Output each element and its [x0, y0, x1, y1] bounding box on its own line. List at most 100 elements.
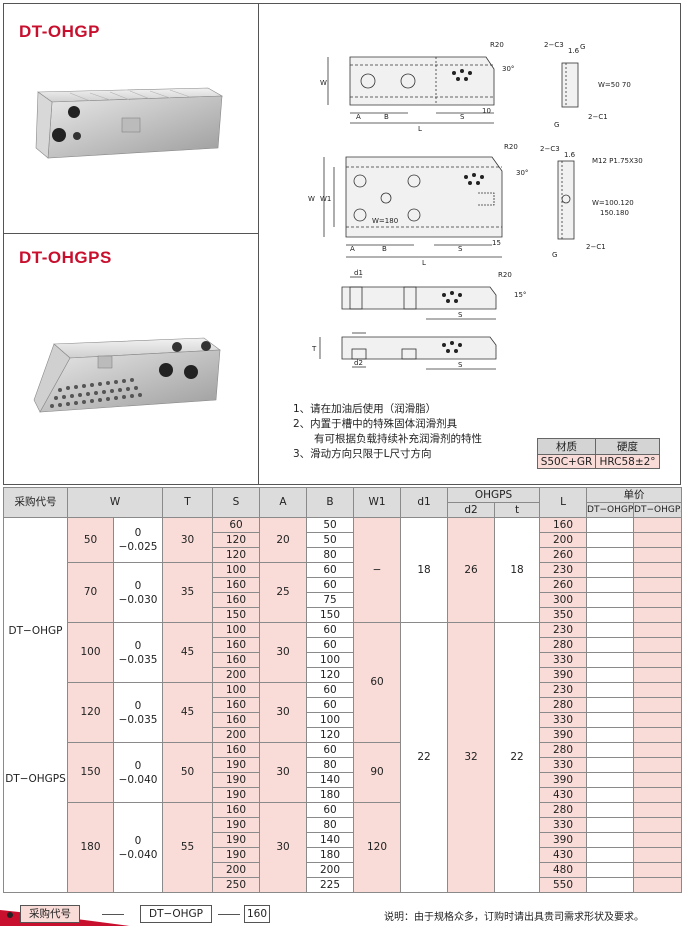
w-tolerance: 0−0.030: [112, 562, 164, 623]
t-small-value: 22: [494, 622, 541, 893]
price-ohgp-cell: [586, 547, 635, 563]
price-ohgp-cell: [586, 667, 635, 683]
price-ohgp-cell: [586, 562, 635, 578]
t-value: 30: [162, 517, 214, 563]
product-photo-ohgps: [33, 337, 221, 413]
l-value: 330: [539, 757, 588, 773]
w-value: 100: [67, 622, 114, 683]
w-value: 150: [67, 742, 114, 803]
b-value: 60: [306, 562, 355, 578]
dim-l-2: L: [422, 259, 426, 267]
dim-s-1: S: [460, 113, 465, 121]
note-2: 2、内置于槽中的特殊固体润滑剂具: [293, 418, 458, 430]
s-value: 160: [212, 742, 261, 758]
s-value: 160: [212, 712, 261, 728]
tolerance-upper: 0: [134, 639, 142, 652]
b-value: 120: [306, 667, 355, 683]
b-value: 60: [306, 682, 355, 698]
price-ohgp-cell: [586, 577, 635, 593]
b-value: 200: [306, 862, 355, 878]
dim-c3-2: 2−C3: [540, 145, 560, 153]
price-ohgp-cell: [586, 592, 635, 608]
dim-a-2: A: [350, 245, 355, 253]
b-value: 180: [306, 847, 355, 863]
price-ohgp-cell: [586, 832, 635, 848]
s-value: 150: [212, 607, 261, 623]
w-tolerance: 0−0.040: [112, 802, 164, 893]
price-ohgp-cell: [586, 742, 635, 758]
d2-value: 26: [447, 517, 496, 623]
dim-b-2: B: [382, 245, 387, 253]
l-value: 350: [539, 607, 588, 623]
w-value: 50: [67, 517, 114, 563]
b-value: 80: [306, 817, 355, 833]
price-ohgps-cell: [633, 772, 683, 788]
tolerance-upper: 0: [134, 834, 142, 847]
s-value: 200: [212, 667, 261, 683]
w-value: 120: [67, 682, 114, 743]
price-ohgp-cell: [586, 622, 635, 638]
b-value: 180: [306, 787, 355, 803]
l-value: 200: [539, 532, 588, 548]
dim-wsmall: W=50 70: [598, 81, 631, 89]
price-ohgp-cell: [586, 652, 635, 668]
dim-t: T: [311, 345, 317, 353]
price-ohgps-cell: [633, 847, 683, 863]
dim-g-1: G: [580, 43, 585, 51]
price-ohgps-cell: [633, 712, 683, 728]
header-price-ohgp: DT−OHGP: [586, 502, 635, 518]
t-value: 45: [162, 622, 214, 683]
l-value: 430: [539, 847, 588, 863]
l-value: 300: [539, 592, 588, 608]
t-small-value: 18: [494, 517, 541, 623]
price-ohgps-cell: [633, 577, 683, 593]
dim-c1-2: 2−C1: [586, 243, 606, 251]
l-value: 390: [539, 832, 588, 848]
s-value: 190: [212, 772, 261, 788]
dim-g-2: G: [554, 121, 559, 129]
a-value: 30: [259, 802, 308, 893]
usage-notes: 1、请在加油后使用（润滑脂） 2、内置于槽中的特殊固体润滑剂具 有可根据负载持续…: [293, 402, 482, 462]
note-3: 有可根据负载持续补充润滑剂的特性: [293, 433, 482, 445]
s-value: 190: [212, 832, 261, 848]
hardness-header: 硬度: [595, 438, 660, 455]
dim-16-1: 1.6: [568, 47, 580, 55]
s-value: 120: [212, 547, 261, 563]
b-value: 60: [306, 622, 355, 638]
header-price-ohgps: DT−OHGPS: [633, 502, 683, 518]
s-value: 160: [212, 697, 261, 713]
tolerance-lower: −0.040: [118, 773, 158, 786]
price-ohgp-cell: [586, 727, 635, 743]
tolerance-lower: −0.030: [118, 593, 158, 606]
a-value: 30: [259, 682, 308, 743]
b-value: 150: [306, 607, 355, 623]
price-ohgps-cell: [633, 667, 683, 683]
tolerance-upper: 0: [134, 699, 142, 712]
dim-15: 15: [492, 239, 501, 247]
material-table: 材质 硬度 S50C+GR HRC58±2°: [537, 438, 660, 469]
s-value: 160: [212, 637, 261, 653]
b-value: 100: [306, 652, 355, 668]
price-ohgp-cell: [586, 532, 635, 548]
dim-w1: W1: [320, 195, 331, 203]
s-value: 100: [212, 682, 261, 698]
s-value: 160: [212, 592, 261, 608]
l-value: 390: [539, 772, 588, 788]
price-ohgps-cell: [633, 532, 683, 548]
header-b: B: [306, 487, 355, 518]
dim-angle30-2: 30°: [516, 169, 528, 177]
price-ohgps-cell: [633, 517, 683, 533]
dim-16-2: 1.6: [564, 151, 576, 159]
product-photo-ohgp: [35, 87, 224, 159]
s-value: 190: [212, 847, 261, 863]
dim-w-2: W: [308, 195, 315, 203]
dim-l-1: L: [418, 125, 422, 133]
price-ohgps-cell: [633, 607, 683, 623]
l-value: 230: [539, 682, 588, 698]
price-ohgps-cell: [633, 787, 683, 803]
